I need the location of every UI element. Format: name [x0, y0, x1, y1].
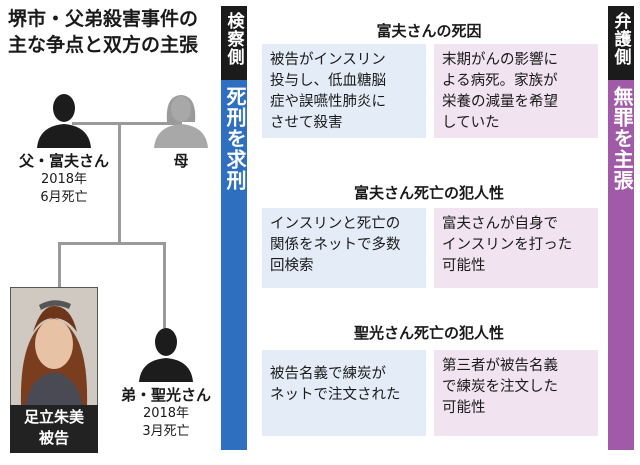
mother-name: 母	[150, 150, 212, 171]
tree-line-left	[58, 242, 61, 288]
brother-silhouette-icon	[135, 326, 197, 382]
page-title: 堺市・父弟殺害事件の 主な争点と双方の主張	[8, 6, 218, 58]
father-info: 2018年 6月死亡	[24, 171, 104, 207]
defense-header: 弁護側	[608, 6, 634, 80]
father-name: 父・富夫さん	[4, 150, 124, 171]
defense-stance: 無罪を主張	[608, 80, 634, 450]
section-father-prosecution: インスリンと死亡の 関係をネットで多数 回検索	[262, 208, 426, 288]
section-brother-prosecution: 被告名義で練炭が ネットで注文された	[262, 350, 426, 436]
section-heading-cause: 富夫さんの死因	[258, 20, 600, 41]
prosecution-header: 検察側	[221, 6, 247, 80]
section-brother-defense: 第三者が被告名義 で練炭を注文した 可能性	[434, 350, 598, 436]
tree-line-siblings	[58, 242, 166, 245]
brother-info: 2018年 3月死亡	[126, 405, 206, 441]
section-father-defense: 富夫さんが自身で インスリンを打った 可能性	[434, 208, 598, 288]
section-cause-defense: 末期がんの影響に よる病死。家族が 栄養の減量を希望 していた	[434, 44, 598, 138]
section-heading-brother-culprit: 聖光さん死亡の犯人性	[258, 322, 600, 343]
section-heading-father-culprit: 富夫さん死亡の犯人性	[258, 182, 600, 203]
tree-line-right	[163, 242, 166, 328]
prosecution-stance: 死刑を求刑	[221, 80, 247, 450]
section-cause-prosecution: 被告がインスリン 投与し、低血糖脳 症や誤嚥性肺炎に させて殺害	[262, 44, 426, 138]
brother-name: 弟・聖光さん	[106, 384, 226, 405]
tree-line-trunk	[118, 122, 121, 244]
mother-silhouette-icon	[150, 92, 212, 148]
defendant-photo	[10, 287, 98, 407]
father-silhouette-icon	[33, 92, 95, 148]
defendant-label: 足立朱美 被告	[10, 405, 98, 453]
